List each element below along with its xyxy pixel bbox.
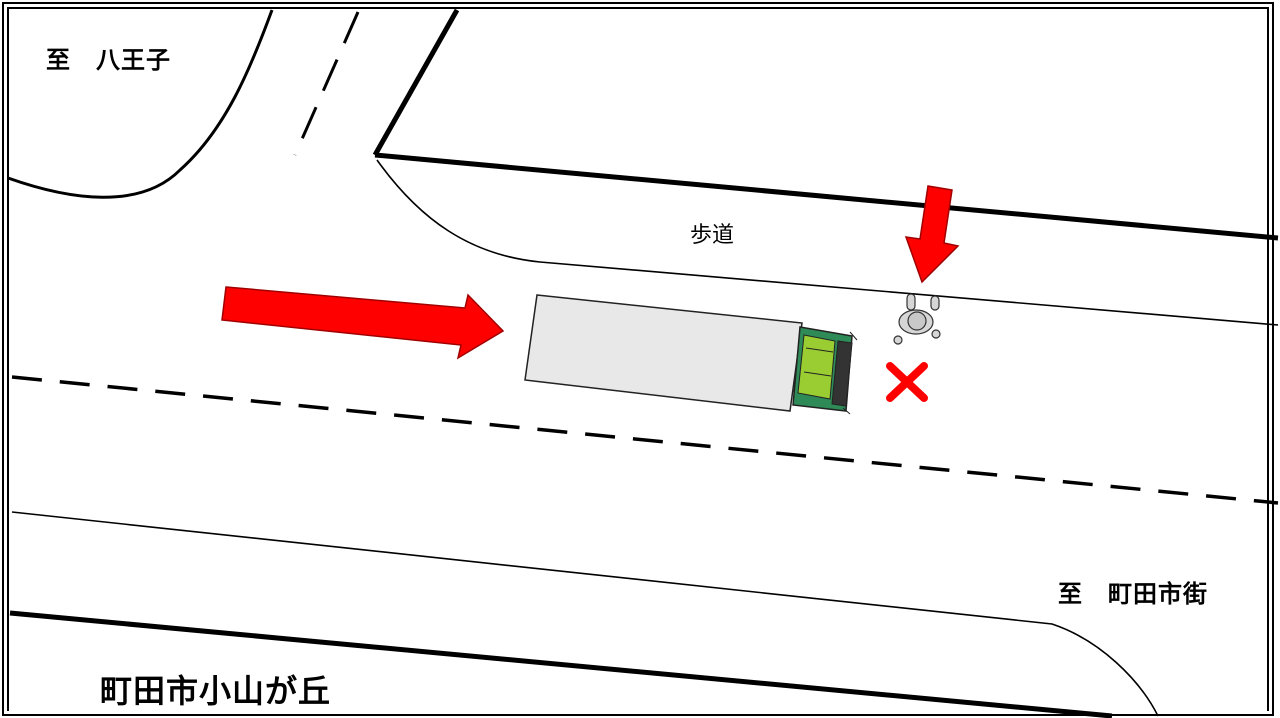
property-line-south xyxy=(9,610,1113,718)
pedestrian-arrow-icon xyxy=(904,185,960,284)
truck-bumper xyxy=(831,340,853,407)
side-street-centerline xyxy=(293,11,360,156)
side-street-edge xyxy=(372,8,460,157)
road-edge-upper-left xyxy=(7,9,274,199)
road-centerline xyxy=(11,375,1279,505)
direction-arrow-icon xyxy=(221,286,505,360)
truck-windshield xyxy=(797,334,836,400)
x-mark-icon xyxy=(886,362,928,402)
pedestrian-icon xyxy=(893,293,941,345)
sidewalk-label: 歩道 xyxy=(690,223,735,248)
direction-label-hachioji: 至 八王子 xyxy=(46,46,171,74)
area-name-label: 町田市小山が丘 xyxy=(100,672,332,710)
truck-icon xyxy=(524,294,858,415)
truck-trailer xyxy=(524,294,803,412)
curb-north xyxy=(376,159,1279,326)
direction-label-machida: 至 町田市街 xyxy=(1058,580,1208,608)
property-line-north xyxy=(374,152,1279,241)
curb-south xyxy=(11,511,1159,717)
